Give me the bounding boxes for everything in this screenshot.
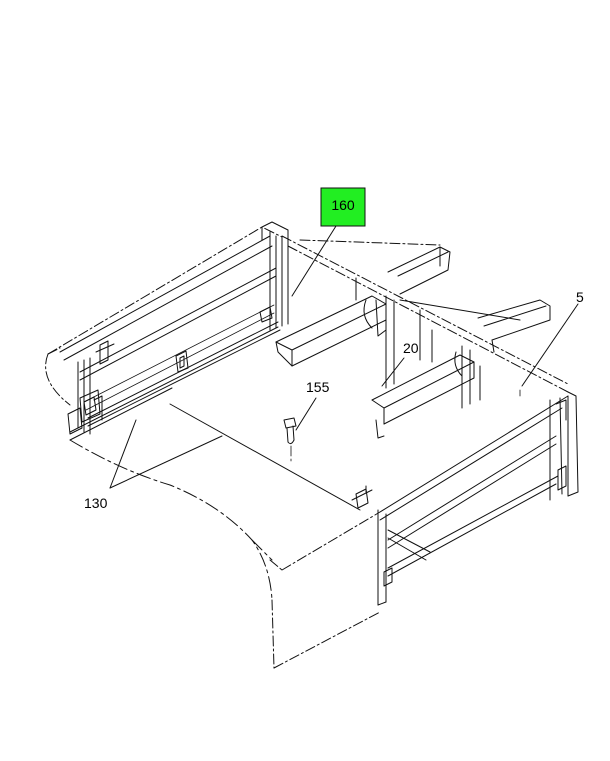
bolt-part	[283, 417, 297, 465]
highlight-box	[320, 187, 366, 227]
callout-label-155[interactable]: 155	[306, 379, 330, 395]
callout-label-5[interactable]: 5	[576, 289, 584, 305]
right-side-wall	[269, 391, 579, 606]
callout-label-130[interactable]: 130	[84, 495, 108, 511]
callout-160[interactable]: 160	[320, 187, 366, 227]
left-side-wall	[45, 221, 289, 441]
callout-label-160: 160	[331, 197, 355, 213]
floor-outline	[69, 403, 381, 669]
leader-5	[521, 303, 579, 387]
callout-label-20[interactable]: 20	[403, 340, 419, 356]
leader-160	[291, 225, 337, 297]
leader-20	[381, 357, 405, 387]
leader-155	[295, 397, 317, 431]
leader-130-a	[109, 419, 137, 489]
leader-lines	[109, 225, 579, 489]
channel-rails	[275, 295, 475, 439]
leader-130-b	[109, 435, 223, 489]
